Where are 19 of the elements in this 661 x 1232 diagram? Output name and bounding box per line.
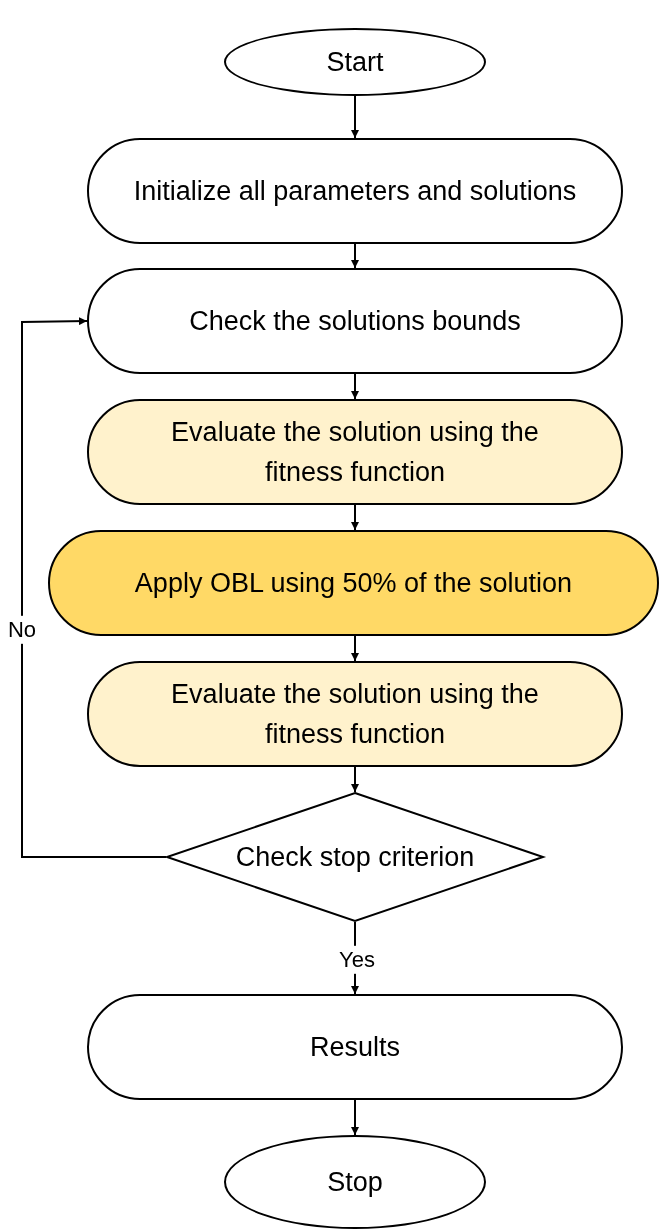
arrow xyxy=(351,373,359,400)
arrow xyxy=(351,243,359,269)
node-text: Results xyxy=(310,1030,400,1064)
arrow xyxy=(351,766,359,793)
edge-label: Yes xyxy=(336,945,378,975)
arrow xyxy=(351,1099,359,1136)
node-text: Evaluate the solution using the fitness function xyxy=(170,415,540,489)
node-text: Check stop criterion xyxy=(235,840,475,874)
decision-diamond xyxy=(166,792,544,922)
arrow xyxy=(21,317,167,858)
arrow xyxy=(351,635,359,662)
arrow xyxy=(351,504,359,531)
node-text: Stop xyxy=(327,1165,383,1199)
node-text: Check the solutions bounds xyxy=(189,304,521,338)
node-text: Apply OBL using 50% of the solution xyxy=(134,566,573,600)
node-text: Initialize all parameters and solutions xyxy=(133,174,577,208)
node-text: Evaluate the solution using the fitness function xyxy=(170,677,540,751)
node-text: Start xyxy=(326,45,384,79)
arrow xyxy=(351,95,359,139)
